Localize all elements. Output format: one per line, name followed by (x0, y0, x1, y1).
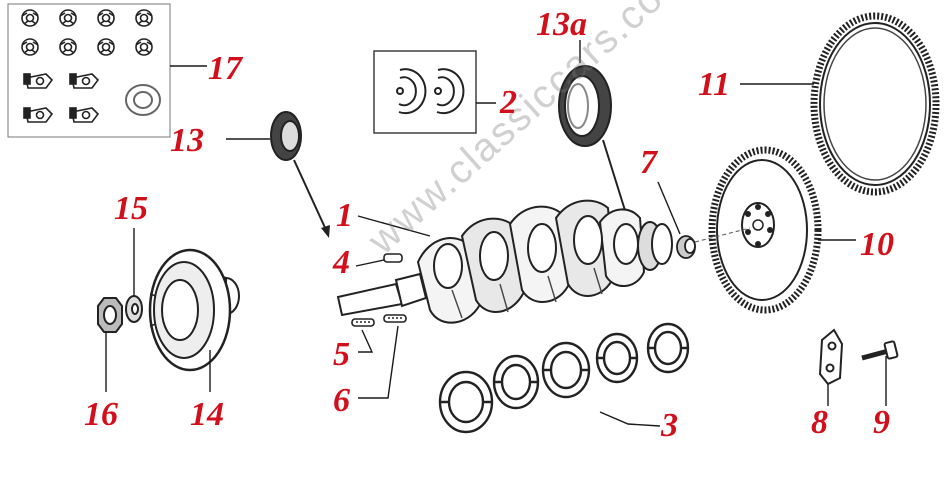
front-oil-seal (270, 111, 302, 161)
label-10: 10 (860, 226, 894, 263)
label-13: 13 (170, 122, 204, 159)
crankshaft-pulley (148, 248, 240, 372)
label-16: 16 (84, 396, 118, 433)
leader-3 (599, 411, 661, 427)
label-9: 9 (873, 404, 890, 441)
label-11: 11 (698, 66, 731, 103)
flywheel (708, 146, 822, 314)
flywheel-bolt (861, 340, 899, 361)
label-7: 7 (640, 144, 657, 181)
washer-ring (125, 84, 161, 116)
small-keys (351, 314, 407, 327)
spigot-bush (676, 235, 696, 259)
leader-5 (358, 329, 374, 353)
nut-row-1 (21, 9, 153, 27)
label-15: 15 (114, 190, 148, 227)
flywheel-lock-plate (818, 328, 844, 386)
label-1: 1 (336, 197, 353, 234)
label-6: 6 (333, 382, 350, 419)
rear-oil-seal (558, 65, 612, 147)
leader-6 (358, 325, 399, 399)
leader-4 (355, 259, 385, 267)
label-3: 3 (661, 407, 678, 444)
small-parts-box (7, 3, 171, 138)
pulley-nut (97, 297, 123, 333)
arrow-13a (602, 139, 629, 221)
woodruff-key (383, 253, 403, 263)
lock-tabs (23, 73, 100, 123)
leader-1 (357, 215, 431, 237)
thrust-washers-box (373, 50, 477, 134)
crankshaft (336, 199, 673, 324)
nut-row-2 (21, 38, 153, 56)
label-8: 8 (811, 404, 828, 441)
label-4: 4 (333, 244, 350, 281)
main-bearings (438, 322, 690, 434)
arrow-13 (293, 159, 328, 233)
label-17: 17 (208, 50, 242, 87)
label-14: 14 (190, 396, 224, 433)
pulley-washer (125, 295, 143, 323)
leader-7 (657, 181, 681, 235)
label-13a: 13a (536, 6, 587, 43)
label-2: 2 (500, 84, 517, 121)
ring-gear (810, 12, 940, 196)
label-5: 5 (333, 336, 350, 373)
